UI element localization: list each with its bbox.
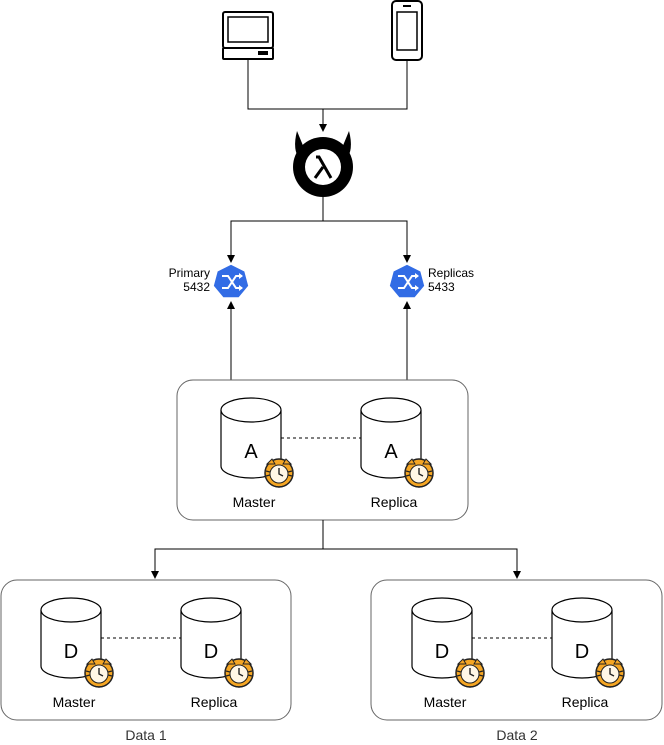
primary-service-name: Primary [169,266,210,280]
tiger-mascot-icon [224,658,254,688]
data-group-2: D Master D Replica Data 2 [370,579,663,743]
db-role-label: Master [233,494,276,510]
db-role-label: Master [53,694,96,710]
data-2-master-db: D Master [411,597,485,710]
data-1-replica-db: D Replica [180,597,254,710]
data-group-label: Data 1 [125,727,166,743]
db-role-label: Master [424,694,467,710]
lambda-proxy-icon [293,131,353,197]
data-2-replica-db: D Replica [551,597,625,710]
db-role-label: Replica [191,694,238,710]
db-role-label: Replica [562,694,609,710]
data-1-master-db: D Master [40,597,114,710]
tiger-mascot-icon [404,458,434,488]
db-letter: A [384,441,398,463]
primary-service-port: 5432 [183,280,210,294]
coordinator-master-db: A Master [220,397,294,510]
data-group-1: D Master D Replica Data 1 [0,579,292,743]
db-letter: A [244,441,258,463]
primary-service: Primary 5432 [169,263,250,299]
mobile-phone-icon [391,0,423,61]
client-connectors [247,60,408,132]
laptop-icon [222,11,274,60]
db-letter: D [435,641,449,663]
tiger-mascot-icon [455,658,485,688]
coordinator-replica-db: A Replica [360,397,434,510]
db-letter: D [575,641,589,663]
tiger-mascot-icon [84,658,114,688]
proxy-connectors [227,197,411,263]
kubernetes-service-icon [212,263,250,299]
kubernetes-service-icon [388,263,426,299]
tiger-mascot-icon [264,458,294,488]
db-role-label: Replica [371,494,418,510]
data-group-label: Data 2 [496,727,537,743]
coordinator-group: A Master A Replica [176,379,469,521]
coordinator-to-data-connectors [151,520,521,579]
tiger-mascot-icon [595,658,625,688]
db-letter: D [204,641,218,663]
db-letter: D [64,641,78,663]
coordinator-to-service-connectors [227,301,411,380]
replicas-service: Replicas 5433 [388,263,474,299]
replicas-service-name: Replicas [428,266,474,280]
replicas-service-port: 5433 [428,280,455,294]
